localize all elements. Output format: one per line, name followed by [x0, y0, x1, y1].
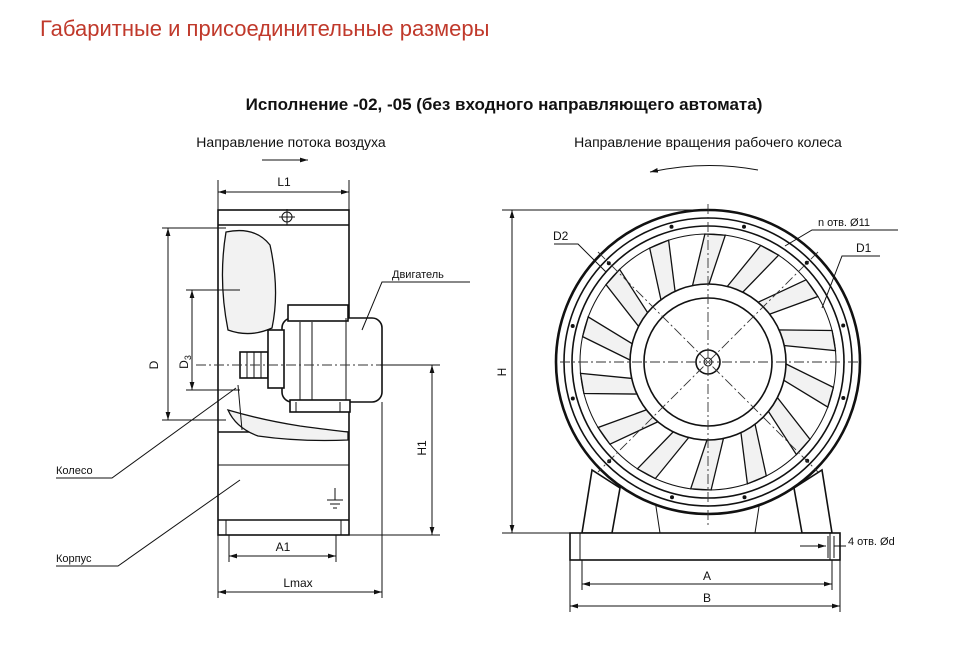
dim-label-d3: D3: [177, 355, 193, 369]
flange-bolt-hole: [669, 224, 674, 229]
dim-label-d1: D1: [856, 241, 872, 255]
base-plate: [569, 532, 841, 561]
leader-housing: [56, 479, 241, 567]
dim-label-a1: A1: [276, 540, 291, 554]
page-title: Габаритные и присоединительные размеры: [40, 16, 490, 41]
impeller-blade-upper: [221, 229, 277, 335]
motor-body: [281, 317, 383, 403]
dim-label-b: B: [703, 591, 711, 605]
leader-flange-holes: [784, 229, 898, 247]
dim-label-h1: H1: [415, 440, 429, 456]
dim-label-d: D: [147, 360, 161, 369]
flange-bolt-hole: [570, 396, 575, 401]
flange-bolt-hole: [841, 323, 846, 328]
dim-label-d3-main: D: [177, 360, 191, 369]
front-view-caption: Направление вращения рабочего колеса: [574, 134, 842, 150]
side-view-caption: Направление потока воздуха: [196, 134, 386, 150]
leader-motor: [361, 281, 470, 331]
dim-label-d3-sub: 3: [183, 355, 193, 360]
flange-bolt-hole: [670, 495, 674, 500]
dim-label-lmax: Lmax: [283, 576, 312, 590]
label-wheel: Колесо: [56, 465, 93, 477]
motor-terminal-box: [287, 304, 349, 322]
dim-label-l1: L1: [277, 175, 291, 189]
leader-wheel: [56, 387, 237, 479]
impeller-blade-lower: [226, 408, 349, 442]
leader-d2: [554, 243, 607, 273]
label-housing: Корпус: [56, 553, 92, 565]
label-base-holes: 4 отв. Ød: [848, 536, 895, 548]
rotation-direction-arrow: [649, 164, 759, 173]
leader-d1: [821, 255, 880, 309]
front-view: H A B 4 отв. Ød D2 n отв. Ø11 D1: [495, 204, 898, 612]
ground-icon: [327, 488, 343, 509]
diagram-subtitle: Исполнение -02, -05 (без входного направ…: [246, 95, 763, 114]
side-view: L1 D D3 H1 A1 Lmax Двигатель Колесо: [56, 175, 470, 598]
flange-bolt-hole: [742, 224, 746, 229]
label-flange-holes: n отв. Ø11: [818, 217, 870, 229]
flange-bolt-hole: [742, 495, 747, 500]
dim-label-d2: D2: [553, 229, 569, 243]
flange-bolt-hole: [841, 396, 846, 400]
dim-label-h: H: [495, 368, 509, 377]
dim-label-a: A: [703, 569, 711, 583]
label-motor: Двигатель: [392, 269, 444, 281]
flange-bolt-hole: [570, 324, 575, 328]
